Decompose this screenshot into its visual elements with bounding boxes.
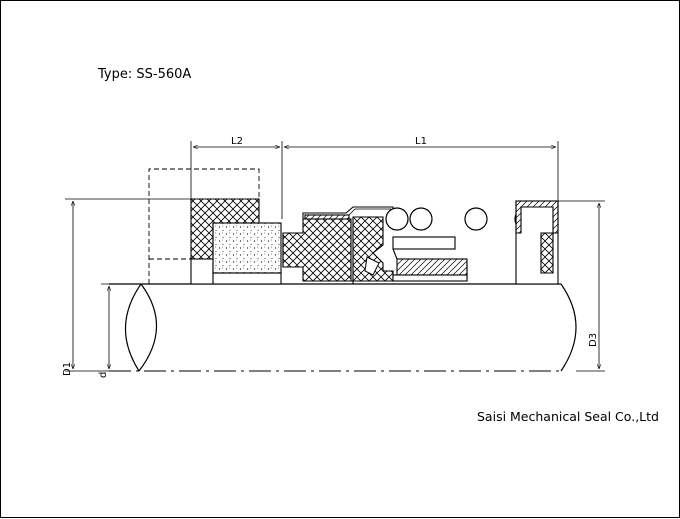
end-ring xyxy=(515,200,559,285)
dimension-d-label: d xyxy=(98,372,109,378)
gland-outline xyxy=(148,168,260,284)
dimension-l1-label: L1 xyxy=(415,136,427,147)
shaft xyxy=(109,283,577,372)
dimension-d3 xyxy=(558,200,605,372)
dimension-d3-label: D3 xyxy=(588,333,599,347)
spring-holder xyxy=(392,236,468,282)
dimension-d1 xyxy=(65,198,191,372)
dimension-l2 xyxy=(190,141,283,219)
company-name: Saisi Mechanical Seal Co.,Ltd xyxy=(477,409,659,424)
rotary-face xyxy=(282,218,352,282)
elastomer-bellows xyxy=(352,216,394,282)
dimension-l1 xyxy=(284,141,559,201)
dimension-d xyxy=(101,283,141,369)
dimension-d1-label: D1 xyxy=(62,362,73,376)
seat-face xyxy=(212,222,282,274)
dimension-l2-label: L2 xyxy=(231,136,243,147)
type-title: Type: SS-560A xyxy=(97,67,191,82)
